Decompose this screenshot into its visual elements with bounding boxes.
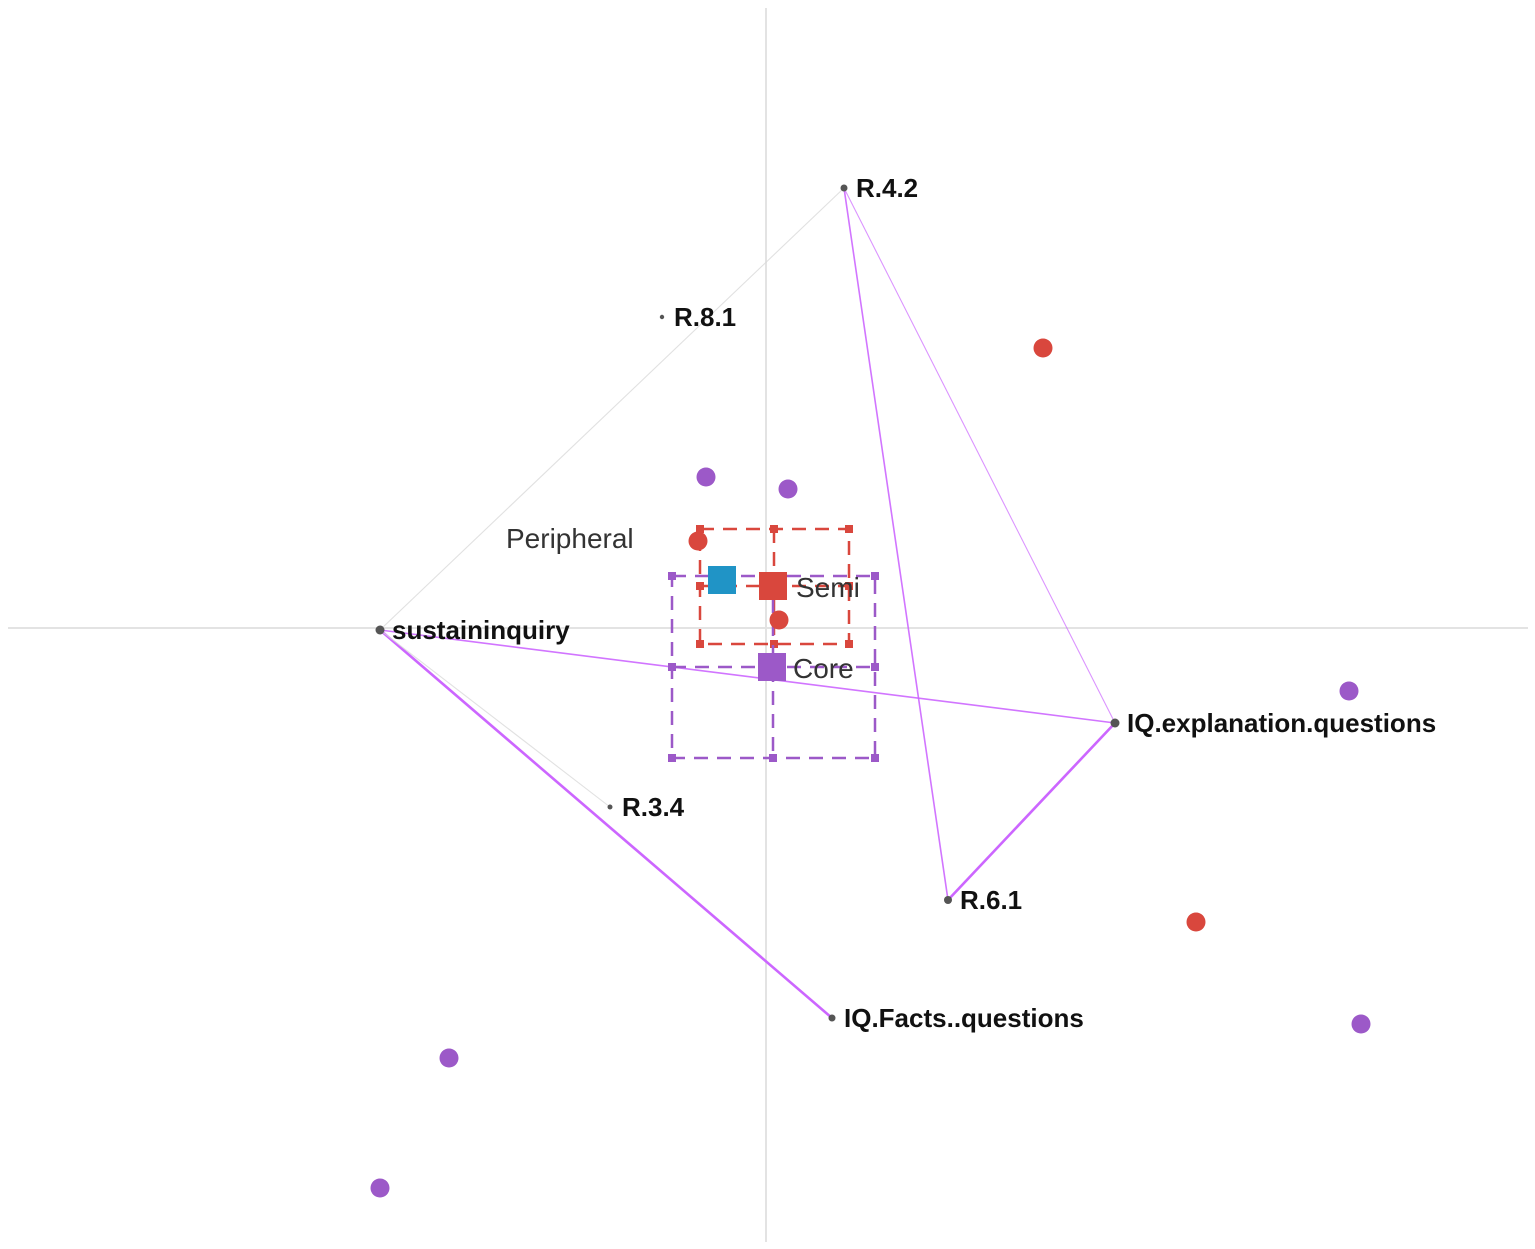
node-IQ.explanation.questions [1110,718,1120,728]
semi-point [1033,338,1053,358]
peripheral-group-label: Peripheral [506,523,634,554]
node-IQ.Facts..questions [828,1014,836,1022]
core-group-label: Core [793,653,854,684]
core-point [439,1048,459,1068]
edge-sustaininquiry-R.4.2 [379,187,845,631]
unit-points [370,338,1371,1198]
node-R.8.1 [659,314,665,320]
node-sustaininquiry [375,625,385,635]
core-point [778,479,798,499]
node-label-R.8.1: R.8.1 [674,302,736,332]
node-label-IQ.explanation.questions: IQ.explanation.questions [1127,708,1436,738]
peripheral-mean-marker [708,566,736,594]
edges [379,187,1116,1019]
node-label-R.3.4: R.3.4 [622,792,685,822]
edge-sustaininquiry-R.3.4 [379,629,611,808]
node-label-R.4.2: R.4.2 [856,173,918,203]
core-point [1339,681,1359,701]
node-label-sustaininquiry: sustaininquiry [392,615,570,645]
nodes: R.4.2R.8.1 sustaininquiryIQ.explanation.q… [375,173,1436,1033]
edge-sustaininquiry-IQ.Facts..questions [379,629,833,1019]
core-point [696,467,716,487]
node-label-R.6.1: R.6.1 [960,885,1022,915]
semi-point [688,531,708,551]
edge-sustaininquiry-IQ.explanation.questions [379,629,1116,724]
node-R.6.1 [944,896,952,904]
edge-R.4.2-R.6.1 [843,187,949,901]
semi-group-label: Semi [796,572,860,603]
edge-IQ.explanation.questions-R.6.1 [947,722,1116,901]
confidence-boxes [668,525,879,762]
node-R.3.4 [607,804,613,810]
edge-R.4.2-IQ.explanation.questions [843,187,1116,724]
core-mean-marker [758,653,786,681]
semi-point [769,610,789,630]
axes [8,8,1528,1242]
core-point [1351,1014,1371,1034]
semi-point [1186,912,1206,932]
node-label-IQ.Facts..questions: IQ.Facts..questions [844,1003,1084,1033]
node-R.4.2 [840,184,848,192]
core-point [370,1178,390,1198]
semi-mean-marker [759,572,787,600]
